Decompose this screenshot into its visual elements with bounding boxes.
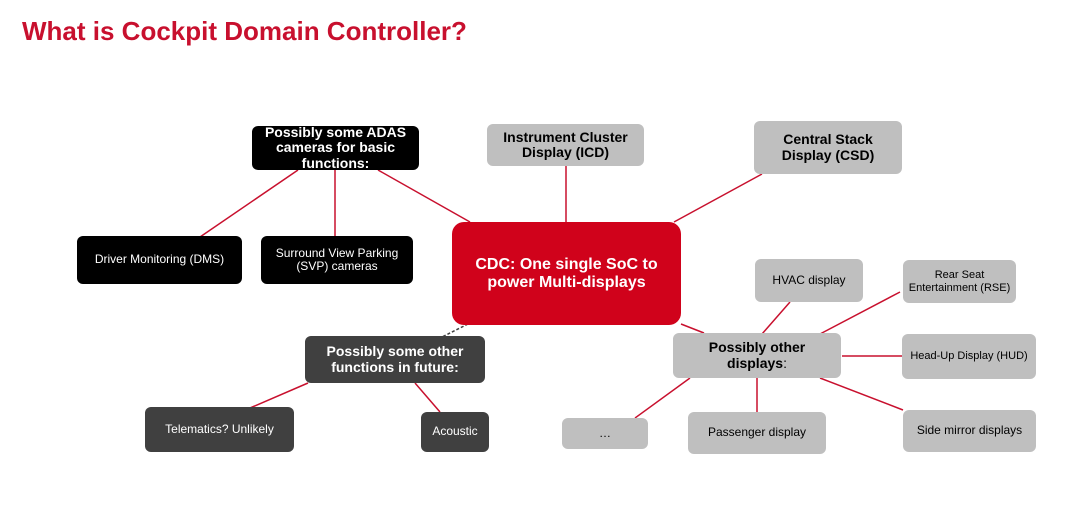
connector-displays-ellipsis [634, 377, 691, 419]
connector-adas-cdc [377, 169, 471, 223]
adas-cameras-label: Possibly some ADAS cameras for basic fun… [264, 123, 407, 171]
icd-label: Instrument Cluster Display (ICD) [503, 128, 628, 160]
svp-label: Surround View Parking (SVP) cameras [275, 245, 399, 273]
connector-displays-rse [819, 291, 901, 335]
hud-label: Head-Up Display (HUD) [910, 350, 1028, 363]
connector-functions-telematics [249, 382, 309, 409]
connector-cdc-functions [439, 323, 469, 339]
side-mirror-label: Side mirror displays [916, 423, 1023, 438]
hvac-node: HVAC display [755, 259, 863, 302]
ellipsis-label: … [599, 425, 611, 440]
connector-functions-acoustic [414, 382, 441, 413]
connector-csd-cdc [673, 173, 763, 223]
dms-node: Driver Monitoring (DMS) [77, 236, 242, 284]
other-displays-node: Possibly other displays: [673, 333, 841, 378]
acoustic-node: Acoustic [421, 412, 489, 452]
hud-node: Head-Up Display (HUD) [902, 334, 1036, 379]
hvac-label: HVAC display [772, 272, 846, 287]
connector-cdc-displays [680, 323, 705, 334]
ellipsis-node: … [562, 418, 648, 449]
rse-node: Rear Seat Entertainment (RSE) [903, 260, 1016, 303]
connector-displays-hvac [761, 301, 791, 335]
rse-label: Rear Seat Entertainment (RSE) [908, 269, 1011, 294]
telematics-label: Telematics? Unlikely [165, 421, 274, 436]
cdc-node: CDC: One single SoC to power Multi-displ… [452, 222, 681, 325]
acoustic-label: Acoustic [432, 424, 478, 439]
passenger-display-node: Passenger display [688, 412, 826, 454]
cdc-label: CDC: One single SoC to power Multi-displ… [475, 255, 658, 291]
page-title: What is Cockpit Domain Controller? [22, 16, 467, 46]
other-functions-label: Possibly some other functions in future: [326, 343, 464, 375]
svp-node: Surround View Parking (SVP) cameras [261, 236, 413, 284]
adas-cameras-node: Possibly some ADAS cameras for basic fun… [252, 123, 419, 171]
csd-node: Central Stack Display (CSD) [754, 121, 902, 174]
passenger-display-label: Passenger display [707, 425, 807, 440]
telematics-node: Telematics? Unlikely [145, 407, 294, 452]
side-mirror-node: Side mirror displays [903, 410, 1036, 452]
dms-label: Driver Monitoring (DMS) [94, 252, 225, 267]
connector-displays-side-mirror [819, 377, 904, 411]
csd-label: Central Stack Display (CSD) [781, 131, 875, 163]
other-functions-node: Possibly some other functions in future: [305, 336, 485, 383]
icd-node: Instrument Cluster Display (ICD) [487, 124, 644, 166]
connector-adas-dms [199, 169, 299, 238]
other-displays-label: Possibly other displays: [708, 339, 806, 371]
